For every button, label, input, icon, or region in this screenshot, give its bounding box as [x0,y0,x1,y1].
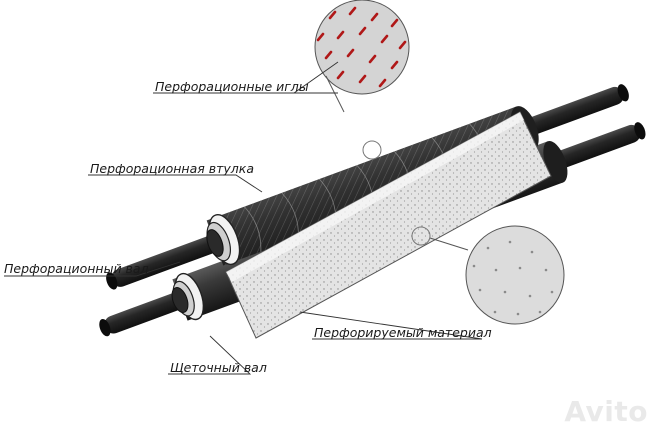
material-zoom-connector [429,237,469,251]
label-material: Перфорируемый материал [314,325,492,340]
needles-zoom-marker [362,140,382,160]
material-leader [299,311,483,340]
perforation-shaft [106,84,629,290]
perforated-material [225,111,552,339]
material-zoom-inset [465,225,565,325]
perf-shaft-leader [4,261,181,277]
needles-zoom-inset [314,0,410,95]
perf-shaft-right-end [519,86,624,137]
material-zoom-marker [411,226,431,246]
label-brush-shaft: Щеточный вал [170,360,267,375]
label-sleeve: Перфорационная втулка [90,161,254,176]
brush-shaft-left-end [104,291,189,334]
avito-watermark: Avito [564,395,648,428]
needles-zoom-connector [325,75,345,113]
perf-shaft-left-end [111,234,224,287]
label-needles: Перфорационные иглы [155,79,309,94]
label-perf-shaft: Перфорационный вал [4,261,149,276]
brush-shaft-right-end [550,124,641,170]
sleeve-leader [88,174,263,193]
brush-shaft-leader [168,335,252,375]
leader-lines [4,61,483,375]
